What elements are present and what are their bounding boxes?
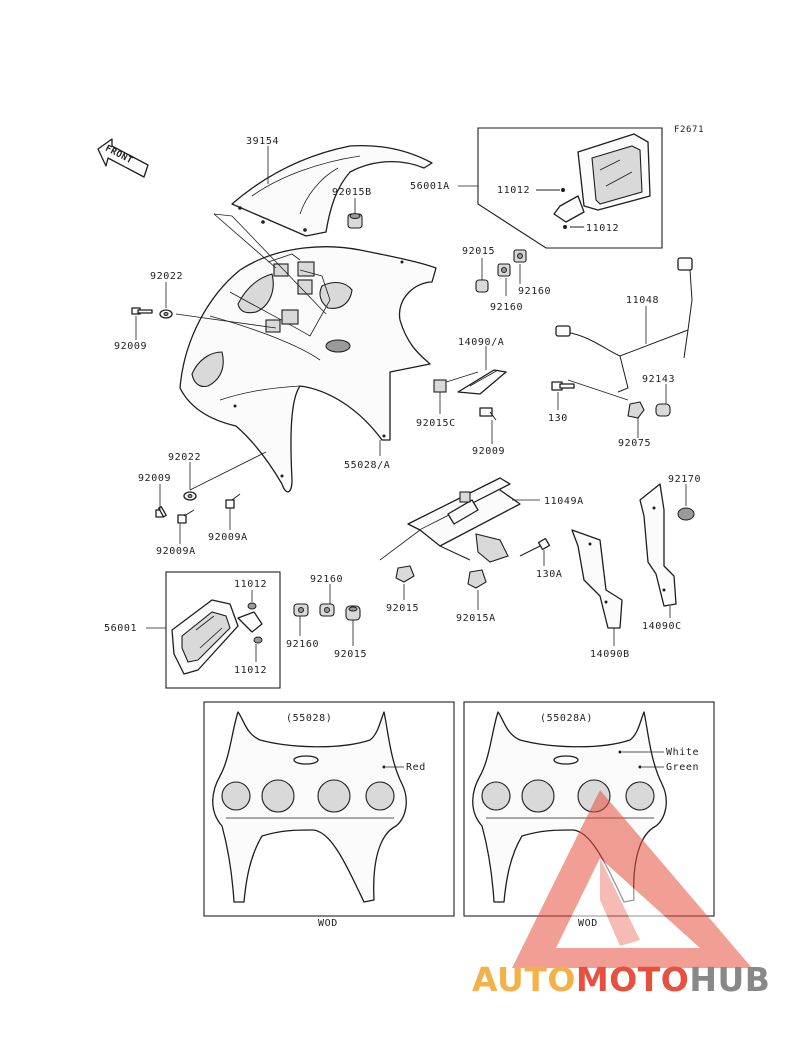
variant-55028-market: WOD: [318, 918, 338, 929]
variant-55028a-color-1: White: [666, 747, 700, 758]
watermark-triangle-logo: [512, 790, 752, 968]
callout-92009a-left: 92009A: [156, 546, 196, 557]
grommet-92015-lower: [395, 565, 415, 583]
callout-92009-mid: 92009: [472, 446, 506, 457]
callout-92015-top: 92015: [462, 246, 496, 257]
watermark-part3: HUB: [689, 960, 771, 999]
callout-92075: 92075: [618, 438, 652, 449]
variant-55028-code: (55028): [286, 713, 333, 724]
callout-130a: 130A: [536, 569, 563, 580]
variant-box-55028: [203, 701, 455, 917]
callout-92015a: 92015A: [456, 613, 496, 624]
callout-92015-lower: 92015: [386, 603, 420, 614]
washer-92022-lower: [183, 491, 197, 501]
grommet-92160-top2: [513, 249, 527, 263]
grommet-92160-top1: [497, 263, 511, 277]
bracket-14090a: [433, 369, 507, 421]
mirror-box-left: [165, 571, 281, 689]
grommet-92160-lower2: [319, 603, 335, 617]
leader-stay: [379, 529, 421, 561]
windshield-39154: [231, 144, 433, 237]
variant-55028a-market: WOD: [578, 918, 598, 929]
callout-92009a-right: 92009A: [208, 532, 248, 543]
screw-92009a-right: [225, 493, 241, 509]
callout-130: 130: [548, 413, 568, 424]
washer-92022-upper: [159, 309, 173, 319]
cap-92143: [655, 403, 671, 417]
screw-92009a-left: [177, 509, 195, 524]
callout-92160-lower1: 92160: [310, 574, 344, 585]
callout-11048: 11048: [626, 295, 660, 306]
diagram-code: F2671: [674, 125, 705, 135]
grommet-92015-lower2: [345, 605, 361, 621]
variant-55028a-code: (55028A): [540, 713, 593, 724]
bolt-130: [551, 381, 575, 391]
stay-11049a: [407, 477, 521, 563]
callout-11012-top1: 11012: [497, 185, 531, 196]
callout-11012-left2: 11012: [234, 665, 268, 676]
screw-92009-lower: [155, 506, 167, 518]
callout-14090b: 14090B: [590, 649, 630, 660]
watermark-part1: AUTO: [472, 960, 576, 999]
callout-92022-lower: 92022: [168, 452, 202, 463]
callout-56001a: 56001A: [410, 181, 450, 192]
callout-92143: 92143: [642, 374, 676, 385]
upper-fairing-55028a: [179, 246, 437, 493]
callout-14090a: 14090/A: [458, 337, 505, 348]
callout-92160-top2: 92160: [490, 302, 524, 313]
watermark-part2: MOTO: [575, 960, 690, 999]
bracket-14090b: [571, 529, 623, 629]
callout-92015-lower2: 92015: [334, 649, 368, 660]
callout-92009-upper: 92009: [114, 341, 148, 352]
callout-92009-lower: 92009: [138, 473, 172, 484]
callout-92160-top1: 92160: [518, 286, 552, 297]
grommet-92160-lower1: [293, 603, 309, 617]
wiring-harness-11048: [555, 257, 693, 401]
callout-92170: 92170: [668, 474, 702, 485]
cap-92170: [677, 507, 695, 521]
callout-92022-upper: 92022: [150, 271, 184, 282]
front-arrow-icon: [97, 138, 149, 178]
bolt-130a: [519, 537, 551, 557]
grommet-92015-top: [475, 279, 489, 293]
screw-92009-upper: [131, 307, 153, 315]
callout-14090c: 14090C: [642, 621, 682, 632]
grommet-92015a-lower: [467, 569, 487, 589]
variant-55028a-color-2: Green: [666, 762, 700, 773]
callout-11012-top2: 11012: [586, 223, 620, 234]
nut-92075: [627, 401, 645, 419]
callout-92015b: 92015B: [332, 187, 372, 198]
callout-39154: 39154: [246, 136, 280, 147]
callout-leaders: [135, 146, 687, 768]
callout-55028a: 55028/A: [344, 460, 391, 471]
variant-55028-color: Red: [406, 762, 426, 773]
callout-92160-lower2: 92160: [286, 639, 320, 650]
callout-92015c: 92015C: [416, 418, 456, 429]
callout-11012-left1: 11012: [234, 579, 268, 590]
watermark-brand: AUTOMOTOHUB: [472, 960, 770, 999]
callout-56001: 56001: [104, 623, 138, 634]
grommet-92015b: [347, 213, 363, 229]
callout-11049a: 11049A: [544, 496, 584, 507]
mirror-box-right: [477, 127, 663, 249]
bracket-14090c: [639, 483, 677, 607]
